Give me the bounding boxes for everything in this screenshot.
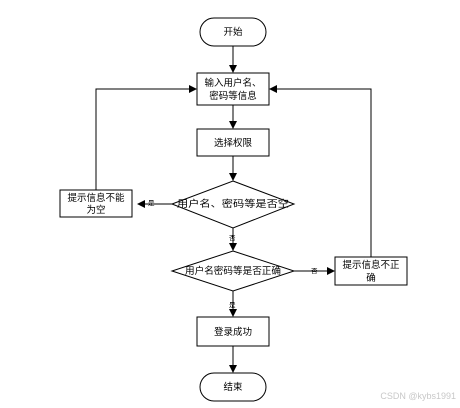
edge-labels: 是 否 否 是 <box>148 199 318 309</box>
node-prompt-incorrect-label-line1: 提示信息不正 <box>342 259 400 271</box>
node-input-label-line1: 输入用户名、 <box>204 77 261 89</box>
node-end: 结束 <box>199 372 267 402</box>
edge-prompt-empty-to-input <box>95 85 197 190</box>
nodes: 开始 输入用户名、 密码等信息 选择权限 用户名、密码等是否空 提示信息 <box>59 17 408 402</box>
node-prompt-empty-label-line1: 提示信息不能 <box>67 192 125 204</box>
node-input-label-line2: 密码等信息 <box>209 90 257 102</box>
watermark: CSDN @kybs1991 <box>380 391 456 401</box>
node-check-correct: 用户名密码等是否正确 <box>170 250 296 292</box>
node-prompt-empty-label-line2: 为空 <box>86 204 105 216</box>
node-check-correct-label: 用户名密码等是否正确 <box>185 265 281 277</box>
edge-label-empty-no: 否 <box>229 234 236 242</box>
edges <box>95 46 372 373</box>
edge-label-empty-yes: 是 <box>148 199 155 207</box>
node-login-success: 登录成功 <box>196 316 270 347</box>
node-prompt-incorrect: 提示信息不正 确 <box>334 256 408 286</box>
node-check-empty-label: 用户名、密码等是否空 <box>177 198 289 210</box>
node-check-empty: 用户名、密码等是否空 <box>170 180 296 229</box>
node-end-label: 结束 <box>223 381 243 393</box>
node-prompt-empty: 提示信息不能 为空 <box>59 189 133 218</box>
node-select-permission-label: 选择权限 <box>214 137 253 149</box>
edge-label-correct-yes: 是 <box>229 301 236 309</box>
edge-label-correct-no: 否 <box>311 267 318 275</box>
node-login-success-label: 登录成功 <box>214 326 252 338</box>
node-input: 输入用户名、 密码等信息 <box>196 72 270 106</box>
node-select-permission: 选择权限 <box>196 128 270 157</box>
edge-prompt-incorrect-to-input <box>269 85 372 257</box>
node-start: 开始 <box>199 17 267 47</box>
node-start-label: 开始 <box>223 26 243 38</box>
node-prompt-incorrect-label-line2: 确 <box>366 272 376 284</box>
